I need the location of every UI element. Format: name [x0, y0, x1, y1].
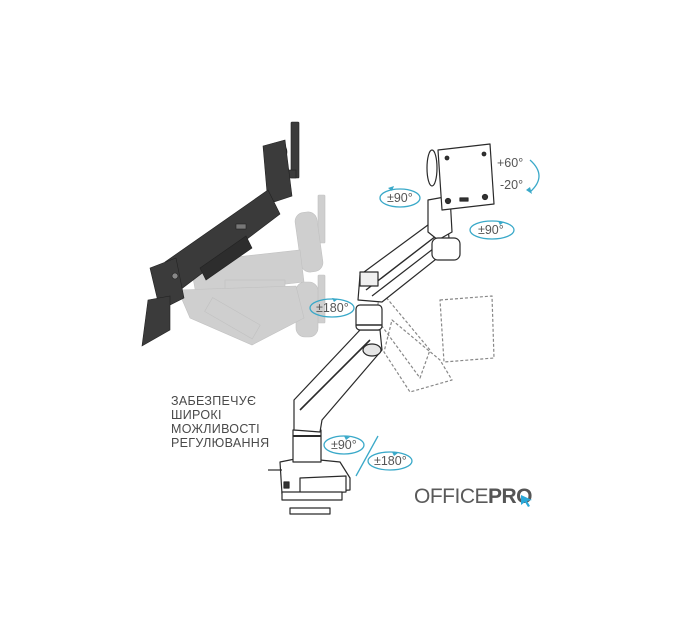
cursor-arrow-icon: [521, 495, 532, 507]
base-swivel-label: ±90°: [331, 438, 357, 452]
dark-arm-icon: [141, 121, 300, 347]
feature-line: широкі: [171, 408, 222, 422]
feature-line: регулювання: [171, 436, 270, 450]
feature-line: Забезпечує: [171, 394, 257, 408]
mid-rotation-label: ±180°: [316, 301, 349, 315]
top-right-swivel-label: ±90°: [478, 223, 504, 237]
top-left-swivel-label: ±90°: [387, 191, 413, 205]
logo-light-text: OFFICE: [414, 485, 489, 508]
line-art-arm-icon: [268, 143, 495, 515]
tilt-down-label: -20°: [500, 178, 524, 192]
feature-line: можливості: [171, 422, 260, 436]
tilt-up-label: +60°: [497, 156, 524, 170]
rotation-arrows: [309, 159, 540, 477]
base-rotation-label: ±180°: [374, 454, 407, 468]
officepro-logo: OFFICEPRO: [414, 485, 533, 509]
feature-description: Забезпечує широкі можливості регулювання: [171, 394, 281, 450]
